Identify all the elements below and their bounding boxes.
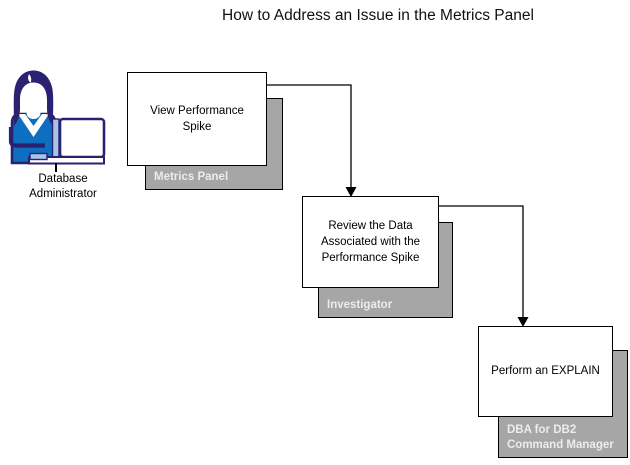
tag-label: Investigator (327, 298, 393, 311)
tag-label: Metrics Panel (154, 170, 229, 183)
tag-label: DBA for DB2 Command Manager (507, 423, 614, 451)
step2-box-review-data: Review the Data Associated with the Perf… (302, 196, 439, 288)
actor-label: Database Administrator (29, 173, 97, 200)
step-text: View Performance Spike (150, 104, 244, 133)
step-text: Review the Data Associated with the Perf… (320, 219, 421, 265)
label-leader-line (55, 163, 57, 172)
step3-box-perform-explain: Perform an EXPLAIN (478, 326, 613, 417)
step1-box-view-performance-spike: View Performance Spike (127, 72, 267, 166)
actor-database-administrator: Database Administrator (0, 0, 126, 210)
step-text: Perform an EXPLAIN (491, 365, 600, 378)
diagram-title: How to Address an Issue in the Metrics P… (222, 7, 534, 24)
person-at-laptop-icon (8, 70, 106, 165)
